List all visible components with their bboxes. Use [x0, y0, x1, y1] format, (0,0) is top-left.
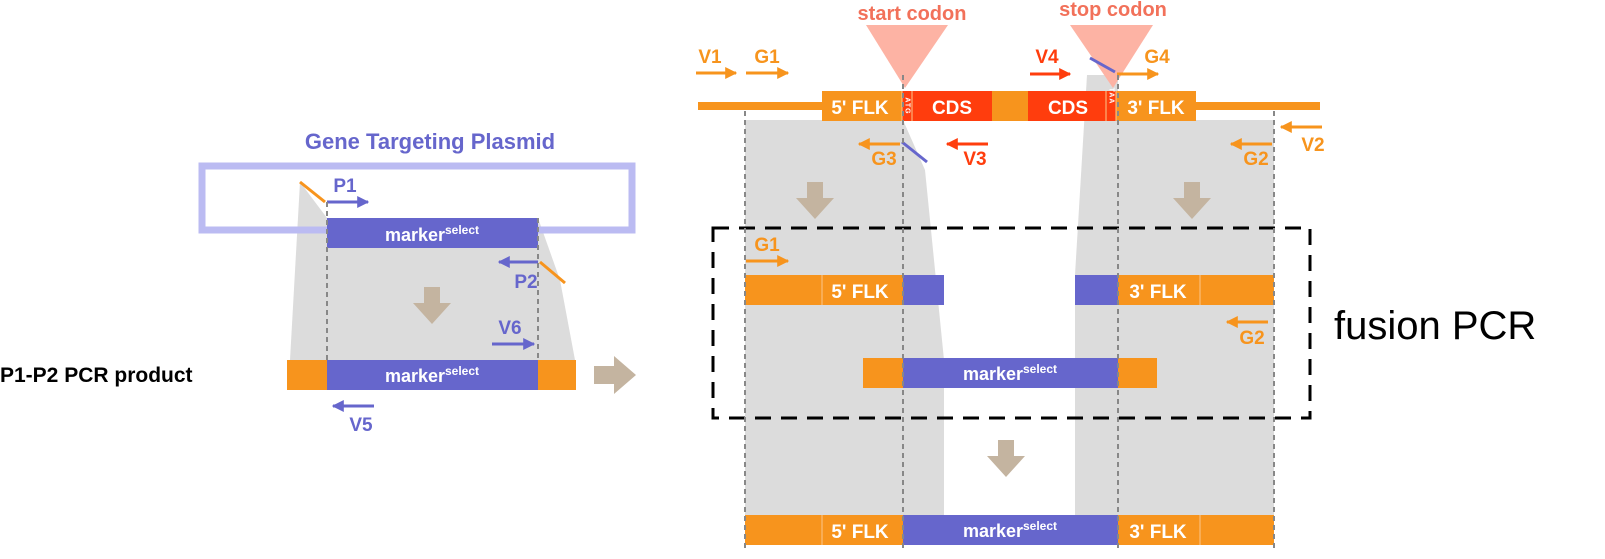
- locus-cds2-label: CDS: [1048, 98, 1088, 119]
- locus-5flk: [822, 91, 902, 121]
- g3-tail: [901, 140, 928, 164]
- plasmid-marker: [327, 218, 538, 248]
- g1-label: G1: [754, 47, 780, 68]
- g4-tail: [1089, 56, 1116, 74]
- pcr-product-right-flank: [538, 360, 576, 390]
- p2-tail: [539, 260, 566, 285]
- locus-5flk-label: 5' FLK: [831, 98, 889, 119]
- frag3-label: 3' FLK: [1129, 282, 1187, 303]
- locus-cds2: [1028, 91, 1106, 121]
- p1-label: P1: [333, 176, 357, 197]
- fusion-pcr-label: fusion PCR: [1334, 304, 1536, 348]
- locus-cds1: [912, 91, 992, 121]
- pcr-product-marker-label: markerselect: [385, 364, 479, 386]
- genomic-line-left: [698, 102, 822, 110]
- locus-3flk-label: 3' FLK: [1127, 98, 1185, 119]
- start-codon-label: start codon: [858, 3, 967, 25]
- frag5-flank-b: [822, 275, 903, 305]
- right-down-arrow-right: [1173, 182, 1211, 219]
- final-5flk-b: [822, 515, 903, 545]
- left-projection-band-right: [538, 218, 575, 360]
- final-3flk-a: [1118, 515, 1200, 545]
- final-5flk-label: 5' FLK: [831, 522, 889, 543]
- v4-label: V4: [1035, 47, 1059, 68]
- g4-label: G4: [1144, 47, 1170, 68]
- v6-label: V6: [498, 318, 521, 339]
- right-down-arrow-final: [987, 440, 1025, 477]
- taa-label: TAA: [1108, 88, 1115, 105]
- plasmid-marker-label: markerselect: [385, 223, 479, 245]
- v1-label: V1: [698, 47, 722, 68]
- p2-label: P2: [514, 272, 537, 293]
- left-projection-band: [290, 182, 327, 360]
- v2-label: V2: [1301, 135, 1324, 156]
- fragm-marker-label: markerselect: [963, 362, 1057, 384]
- stop-codon-triangle: [1070, 25, 1153, 88]
- right-down-arrow-left: [796, 182, 834, 219]
- panel-right-arrow: [594, 356, 636, 394]
- stop-codon-label: stop codon: [1059, 0, 1167, 21]
- genomic-line-right: [1195, 102, 1320, 110]
- start-codon-triangle: [866, 25, 948, 88]
- final-marker-label: markerselect: [963, 519, 1057, 541]
- g1-label-fusion: G1: [754, 235, 780, 256]
- locus-atg: [902, 91, 912, 121]
- p1-tail: [299, 180, 326, 204]
- fusion-pcr-box: [711, 226, 1312, 420]
- frag3-marker: [1075, 275, 1118, 305]
- locus-taa: [1106, 91, 1116, 121]
- frag5-label: 5' FLK: [831, 282, 889, 303]
- frag3-flank-a: [1118, 275, 1200, 305]
- v3-label: V3: [963, 149, 986, 170]
- final-3flk-label: 3' FLK: [1129, 522, 1187, 543]
- locus-3flk: [1116, 91, 1196, 121]
- final-marker: [903, 515, 1118, 545]
- g3-label: G3: [871, 149, 896, 170]
- fragm-marker: [903, 358, 1118, 388]
- atg-label: ATG: [904, 97, 911, 114]
- right-band-5flk: [745, 120, 903, 515]
- left-down-arrow: [413, 287, 451, 324]
- g2-label-fusion: G2: [1239, 328, 1264, 349]
- right-band-3flk: [1118, 120, 1274, 515]
- pcr-product-marker: [327, 360, 538, 390]
- locus-intron: [992, 91, 1028, 121]
- g2-label-top: G2: [1243, 149, 1268, 170]
- frag3-flank-b: [1200, 275, 1274, 305]
- right-band-5marker: [903, 120, 944, 360]
- fragm-flank-left: [863, 358, 903, 388]
- locus-cds1-label: CDS: [932, 98, 972, 119]
- plasmid-title: Gene Targeting Plasmid: [305, 129, 555, 154]
- fragm-flank-right: [1118, 358, 1157, 388]
- final-3flk-b: [1200, 515, 1274, 545]
- final-5flk-a: [745, 515, 822, 545]
- pcr-product-label: P1-P2 PCR product: [0, 364, 193, 387]
- v5-label: V5: [349, 415, 373, 436]
- frag5-flank-a: [745, 275, 822, 305]
- frag5-marker: [903, 275, 944, 305]
- pcr-product-left-flank: [287, 360, 327, 390]
